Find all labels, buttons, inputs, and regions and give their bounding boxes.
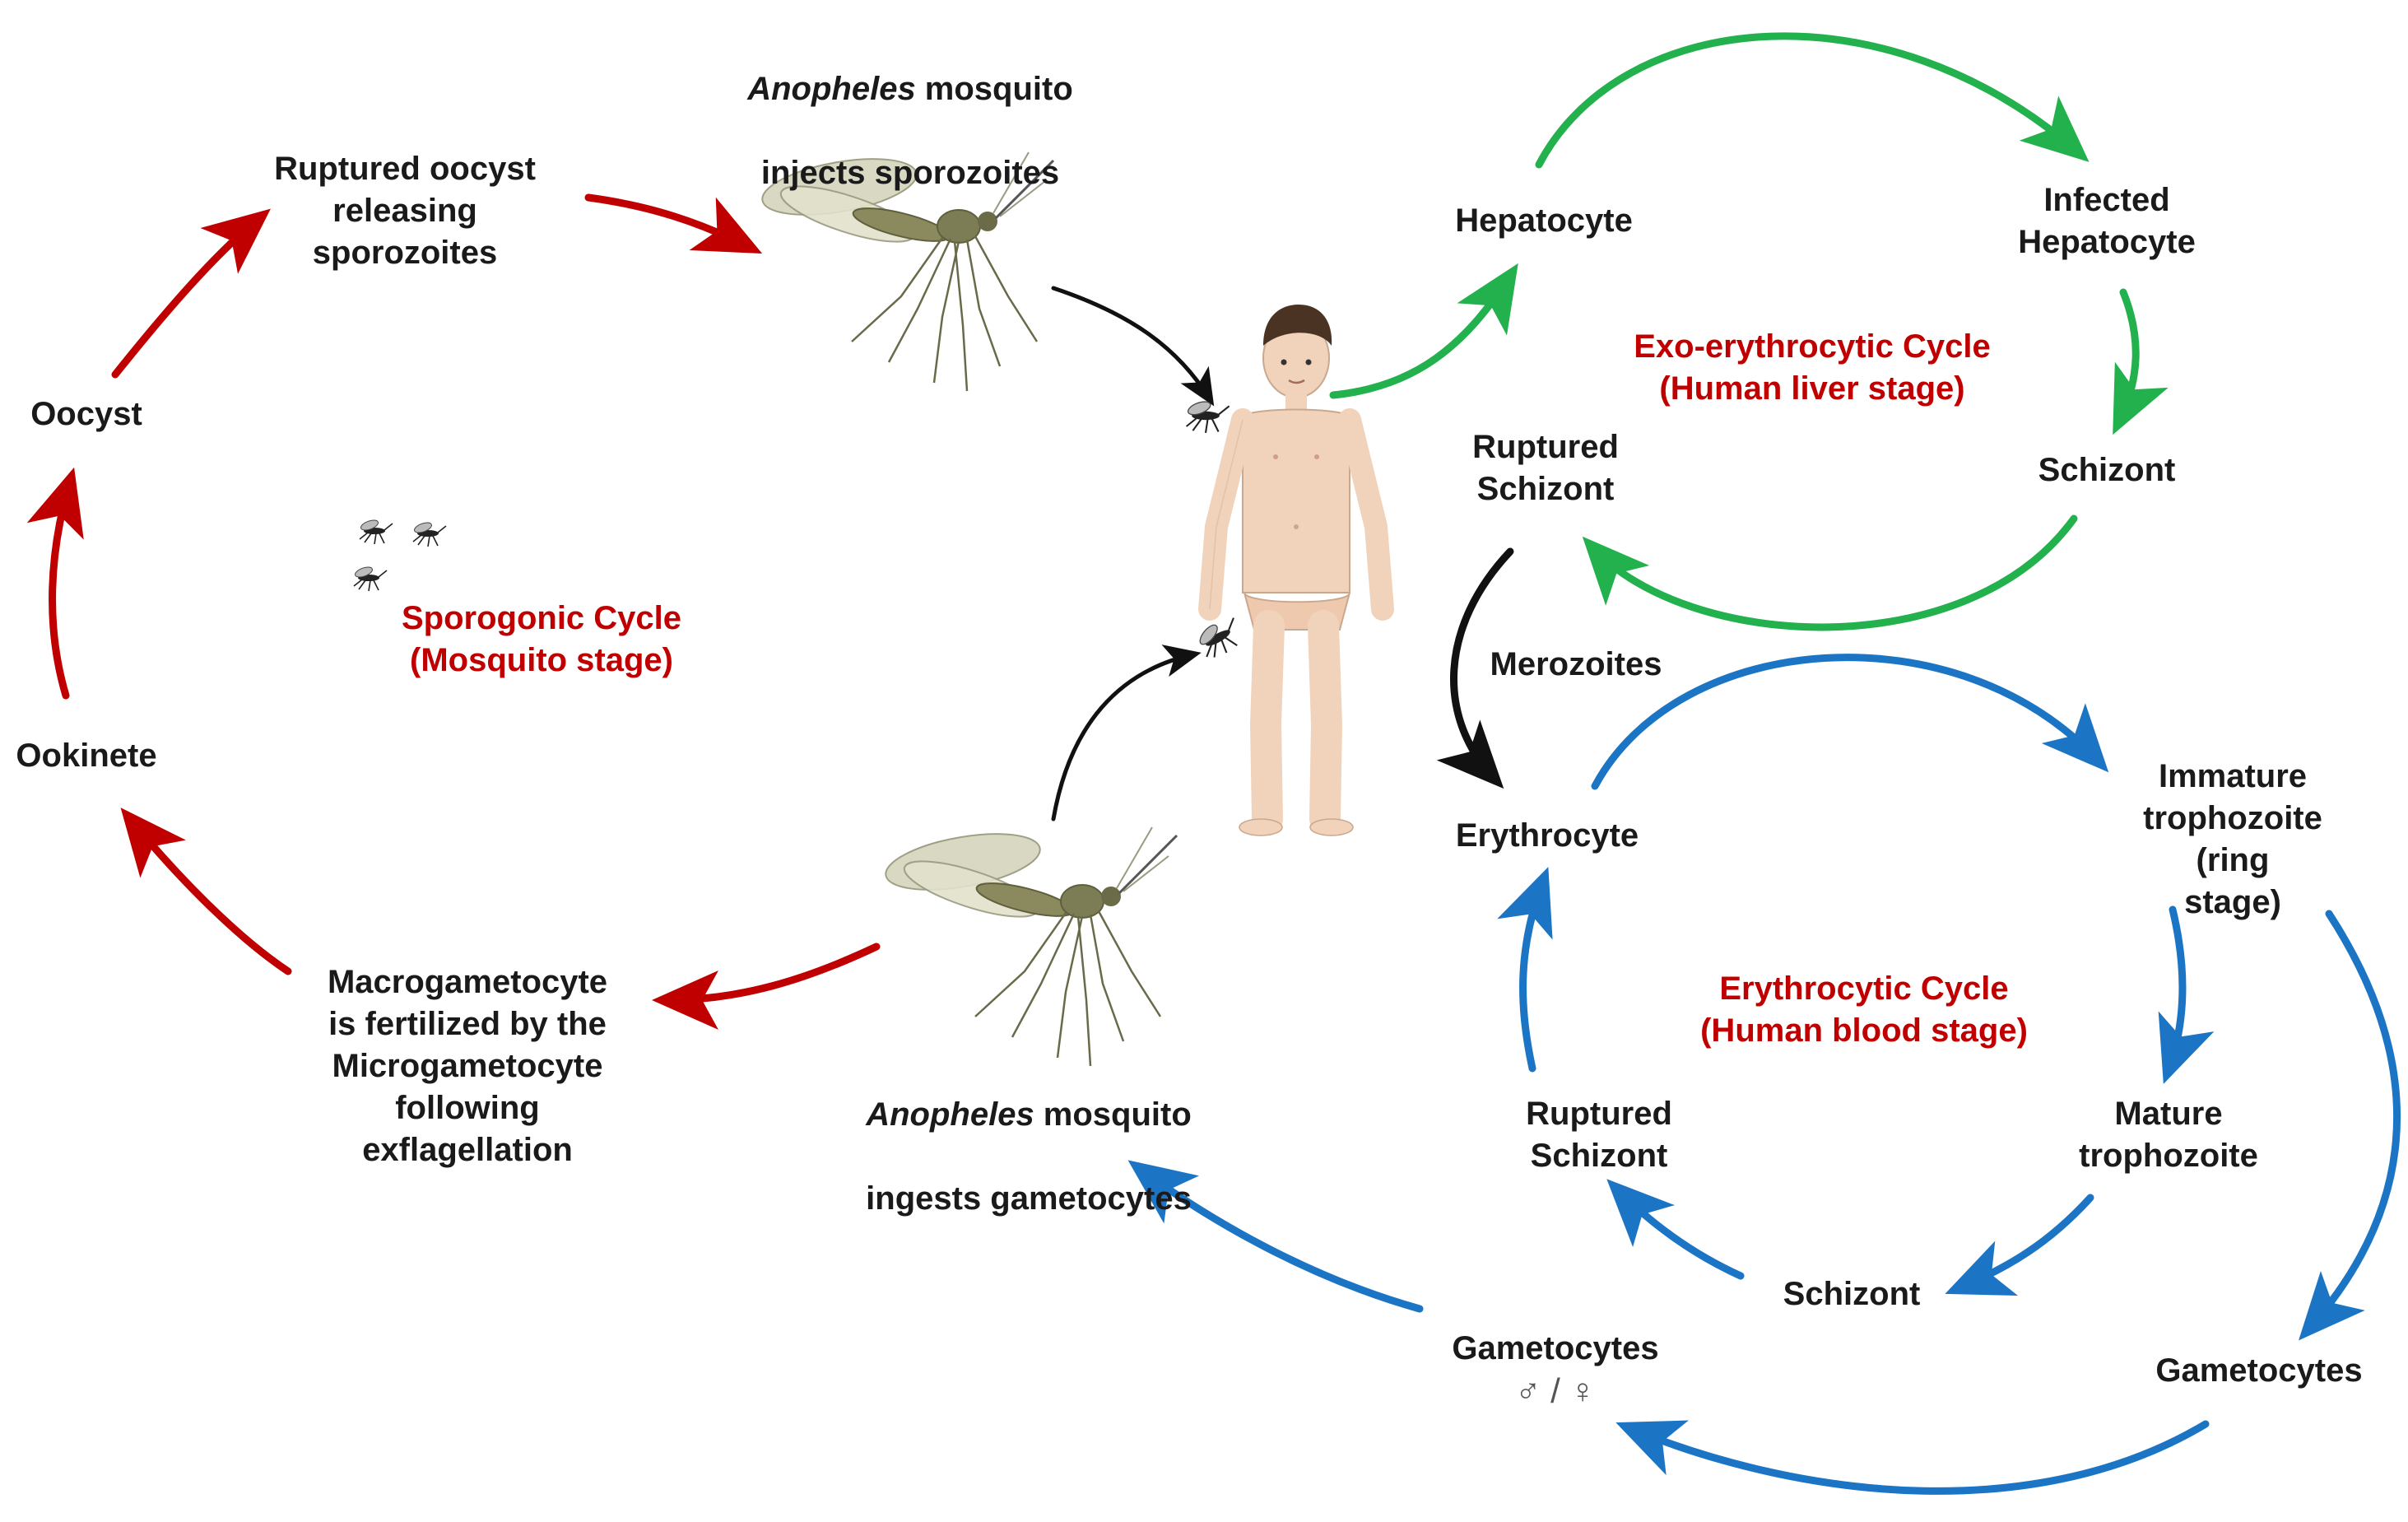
immature-trophozoite-label: Immature trophozoite (ring stage) xyxy=(2143,758,2322,920)
arrow-infected-to-schizont xyxy=(2113,288,2169,435)
arrow-merozoites xyxy=(1436,547,1514,789)
liver-schizont-label: Schizont xyxy=(2038,452,2176,488)
arrow-ookinete-to-oocyst xyxy=(26,467,84,700)
liver-arrows xyxy=(1329,32,2169,631)
arrow-erythrocyte-to-immature xyxy=(1591,654,2109,790)
arrow-schizont-to-ruptured xyxy=(1582,514,2078,631)
mosquito-inject-label: Anopheles mosquito injects sporozoites xyxy=(747,71,1073,191)
blood-arrows xyxy=(1127,654,2401,1495)
merozoites-label: Merozoites xyxy=(1490,646,1662,682)
small-mosquito-on-shoulder-icon xyxy=(1185,398,1230,434)
oocyst-label: Oocyst xyxy=(30,396,142,432)
arrow-hepatocyte-to-infected xyxy=(1535,32,2090,169)
mosquito-ingest-label: Anopheles mosquito ingests gametocytes xyxy=(866,1096,1192,1217)
arrow-schizont-to-ruptured xyxy=(1606,1179,1745,1280)
arrow-oocyst-to-ruptured-oocyst xyxy=(111,208,271,379)
erythrocytic-cycle-title: Erythrocytic Cycle(Human blood stage) xyxy=(1700,970,2028,1049)
arrow-child-to-feeding-mosquito xyxy=(1051,645,1202,822)
arrow-immature-to-gametocytes-right xyxy=(2299,910,2401,1341)
arrow-fertilization-to-ookinete xyxy=(120,808,292,975)
liver-ruptured-schizont-label: Ruptured Schizont xyxy=(1472,429,1619,507)
erythrocyte-label: Erythrocyte xyxy=(1455,817,1639,854)
gametocytes-sex-symbols: ♂ / ♀ xyxy=(1514,1371,1597,1410)
ruptured-oocyst-label: Ruptured oocyst releasing sporozoites xyxy=(274,151,536,271)
arrow-mosquito-bites-child xyxy=(1051,286,1215,407)
small-mosquito-on-leg-icon xyxy=(1192,611,1248,663)
blood-ruptured-schizont-label: Ruptured Schizont xyxy=(1526,1096,1672,1174)
arrow-mosquito-to-fertilization xyxy=(652,943,881,1030)
child-figure xyxy=(1198,305,1394,836)
arrow-ruptured-to-erythrocyte xyxy=(1497,867,1553,1073)
connector-arrows xyxy=(1051,286,1215,822)
arrow-gametocytes-to-mosquito xyxy=(1127,1160,1424,1313)
arrow-gametocytes-right-to-left xyxy=(1615,1420,2210,1495)
hepatocyte-label: Hepatocyte xyxy=(1455,202,1633,239)
gametocytes-left-label: Gametocytes xyxy=(1452,1330,1659,1366)
arrow-child-to-hepatocyte xyxy=(1329,263,1518,399)
exo-erythrocytic-cycle-title: Exo-erythrocytic Cycle(Human liver stage… xyxy=(1634,328,1991,407)
blood-schizont-label: Schizont xyxy=(1783,1276,1921,1312)
ookinete-label: Ookinete xyxy=(16,738,157,774)
sporogonic-arrows xyxy=(26,193,881,1030)
infected-hepatocyte-label: Infected Hepatocyte xyxy=(2018,182,2196,260)
mature-trophozoite-label: Mature trophozoite xyxy=(2079,1096,2258,1174)
fertilization-label: Macrogametocyte is fertilized by the Mic… xyxy=(327,964,608,1168)
mosquito-bottom-icon xyxy=(880,822,1178,1068)
arrow-mature-to-schizont xyxy=(1945,1194,2094,1296)
sporogonic-cycle-title: Sporogonic Cycle(Mosquito stage) xyxy=(401,600,682,678)
gametocytes-right-label: Gametocytes xyxy=(2155,1352,2363,1389)
arrow-immature-to-mature xyxy=(2158,905,2215,1084)
arrow-ruptured-oocyst-to-mosquito xyxy=(584,193,763,254)
